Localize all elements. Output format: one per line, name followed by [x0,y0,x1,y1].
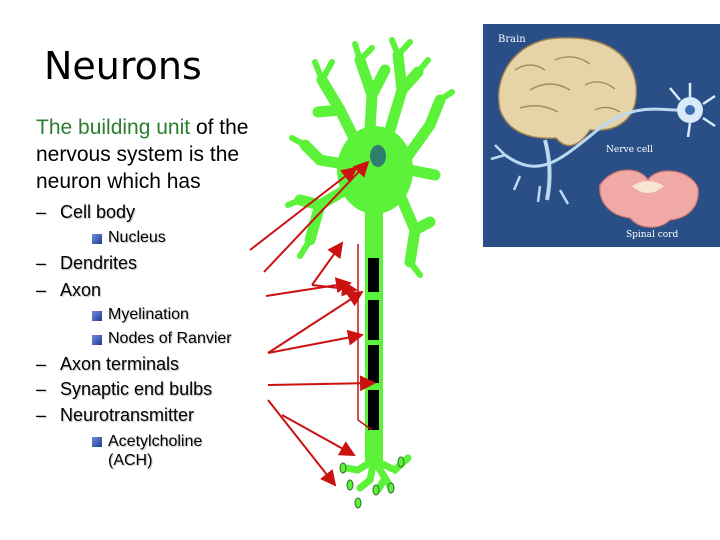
outline-item-axon: –Axon [36,280,102,300]
axon-terminals [341,454,412,494]
intro-rest: of the nervous system is the neuron whic… [36,116,249,193]
inset-nervous-system-illustration: Brain Nerve cell Spinal cord [483,24,720,247]
outline-item-synaptic-end-bulbs: –Synaptic end bulbs [36,379,213,399]
arrow-axon-terminals [267,375,376,392]
nerve-fiber [504,107,691,168]
intro-highlight: The building unit [36,116,191,139]
inset-label-nerve-cell: Nerve cell [606,145,653,155]
arrow-synaptic-end-bulbs [267,399,337,487]
bullet-square-icon [92,311,102,321]
inset-label-brain: Brain [498,34,526,45]
outline-item-dendrites: –Dendrites [36,253,138,273]
nucleus [370,145,386,167]
arrow-nucleus [263,160,370,273]
bullet-square-icon [92,437,102,447]
outline-item-cell-body: –Cell body [36,202,136,222]
synaptic-end-bulbs [339,456,405,509]
outline-item-nucleus: Nucleus [92,229,166,247]
bullet-square-icon [92,234,102,244]
outline-item-myelination: Myelination [92,306,189,324]
bullet-square-icon [92,335,102,345]
outline-item-acetylcholine: Acetylcholine (ACH) [92,432,228,470]
pointer-arrows [249,160,376,487]
arrow-nodes-of-ranvier [267,329,364,354]
intro-text: The building unit of the nervous system … [36,114,286,195]
spinal-cord-illustration [599,169,699,228]
neuron-illustration [285,37,455,509]
slide-title: Neurons [44,44,202,88]
arrow-cell-body [249,166,358,251]
outline-item-axon-terminals: –Axon terminals [36,354,180,374]
outline-item-neurotransmitter: –Neurotransmitter [36,405,195,425]
myelin-sheath [368,258,379,430]
bracket-line [357,244,373,431]
arrow-dendrites [311,241,344,286]
inset-label-spinal-cord: Spinal cord [626,230,678,240]
arrow-neurotransmitter [281,414,356,456]
outline-item-nodes-of-ranvier: Nodes of Ranvier [92,330,232,348]
cell-body [337,126,413,214]
